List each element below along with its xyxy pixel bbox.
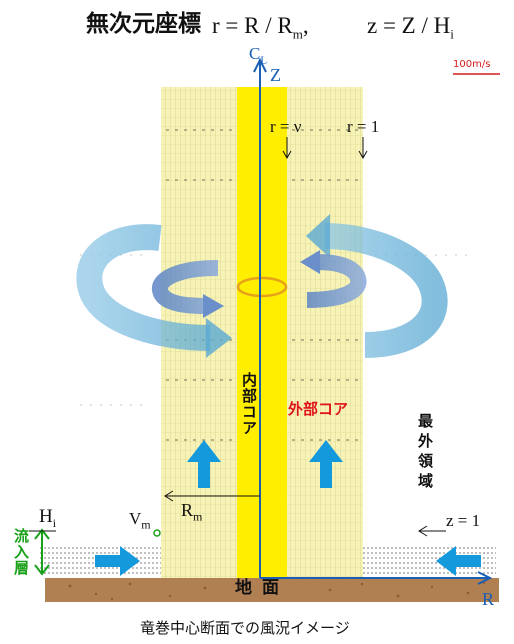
scale-label: 100m/s [453,59,491,70]
vm-label: Vm [129,509,151,532]
title-eq-z: z = Z / Hi [367,13,454,42]
title-eq-r: r = R / Rm, [212,13,309,42]
z1-arrow [418,525,446,537]
outer-core-band-right [287,87,363,578]
r-nu-marker-label: r = ν [270,117,302,136]
updraft-arrows [187,440,343,488]
r-axis-head [477,571,493,585]
inflow-height-arrow [34,528,50,576]
caption: 竜巻中心断面での風況イメージ [140,619,350,637]
outer-swirl [76,214,448,358]
marker-arrows [282,137,368,160]
hi-label: Hi [39,506,57,530]
inner-swirl [151,250,367,318]
z-axis-label: Z [270,65,281,85]
outer-core-label: 外部コア [288,400,349,418]
inflow-arrows [95,546,481,576]
title-label: 無次元座標 [86,11,201,37]
ground-strip [45,578,499,602]
inner-core-label: 内部コア [240,372,258,436]
rm-label: Rm [181,500,203,524]
z-axis-head [253,57,267,73]
center-line-label: CL [249,44,268,67]
outermost-region-label: 最外領域 [416,413,434,493]
inflow-layer-label: 流入層 [12,528,30,576]
ground-texture [68,581,486,601]
core-rotation-ellipse [236,276,288,298]
inner-core-band [237,87,287,578]
vm-marker [153,529,161,537]
r-one-marker-label: r = 1 [347,117,380,136]
rm-arrow [164,490,260,502]
r-axis-label: R [482,589,495,609]
z-one-marker-label: z = 1 [446,511,481,530]
ground-label: 地面 [235,578,289,598]
